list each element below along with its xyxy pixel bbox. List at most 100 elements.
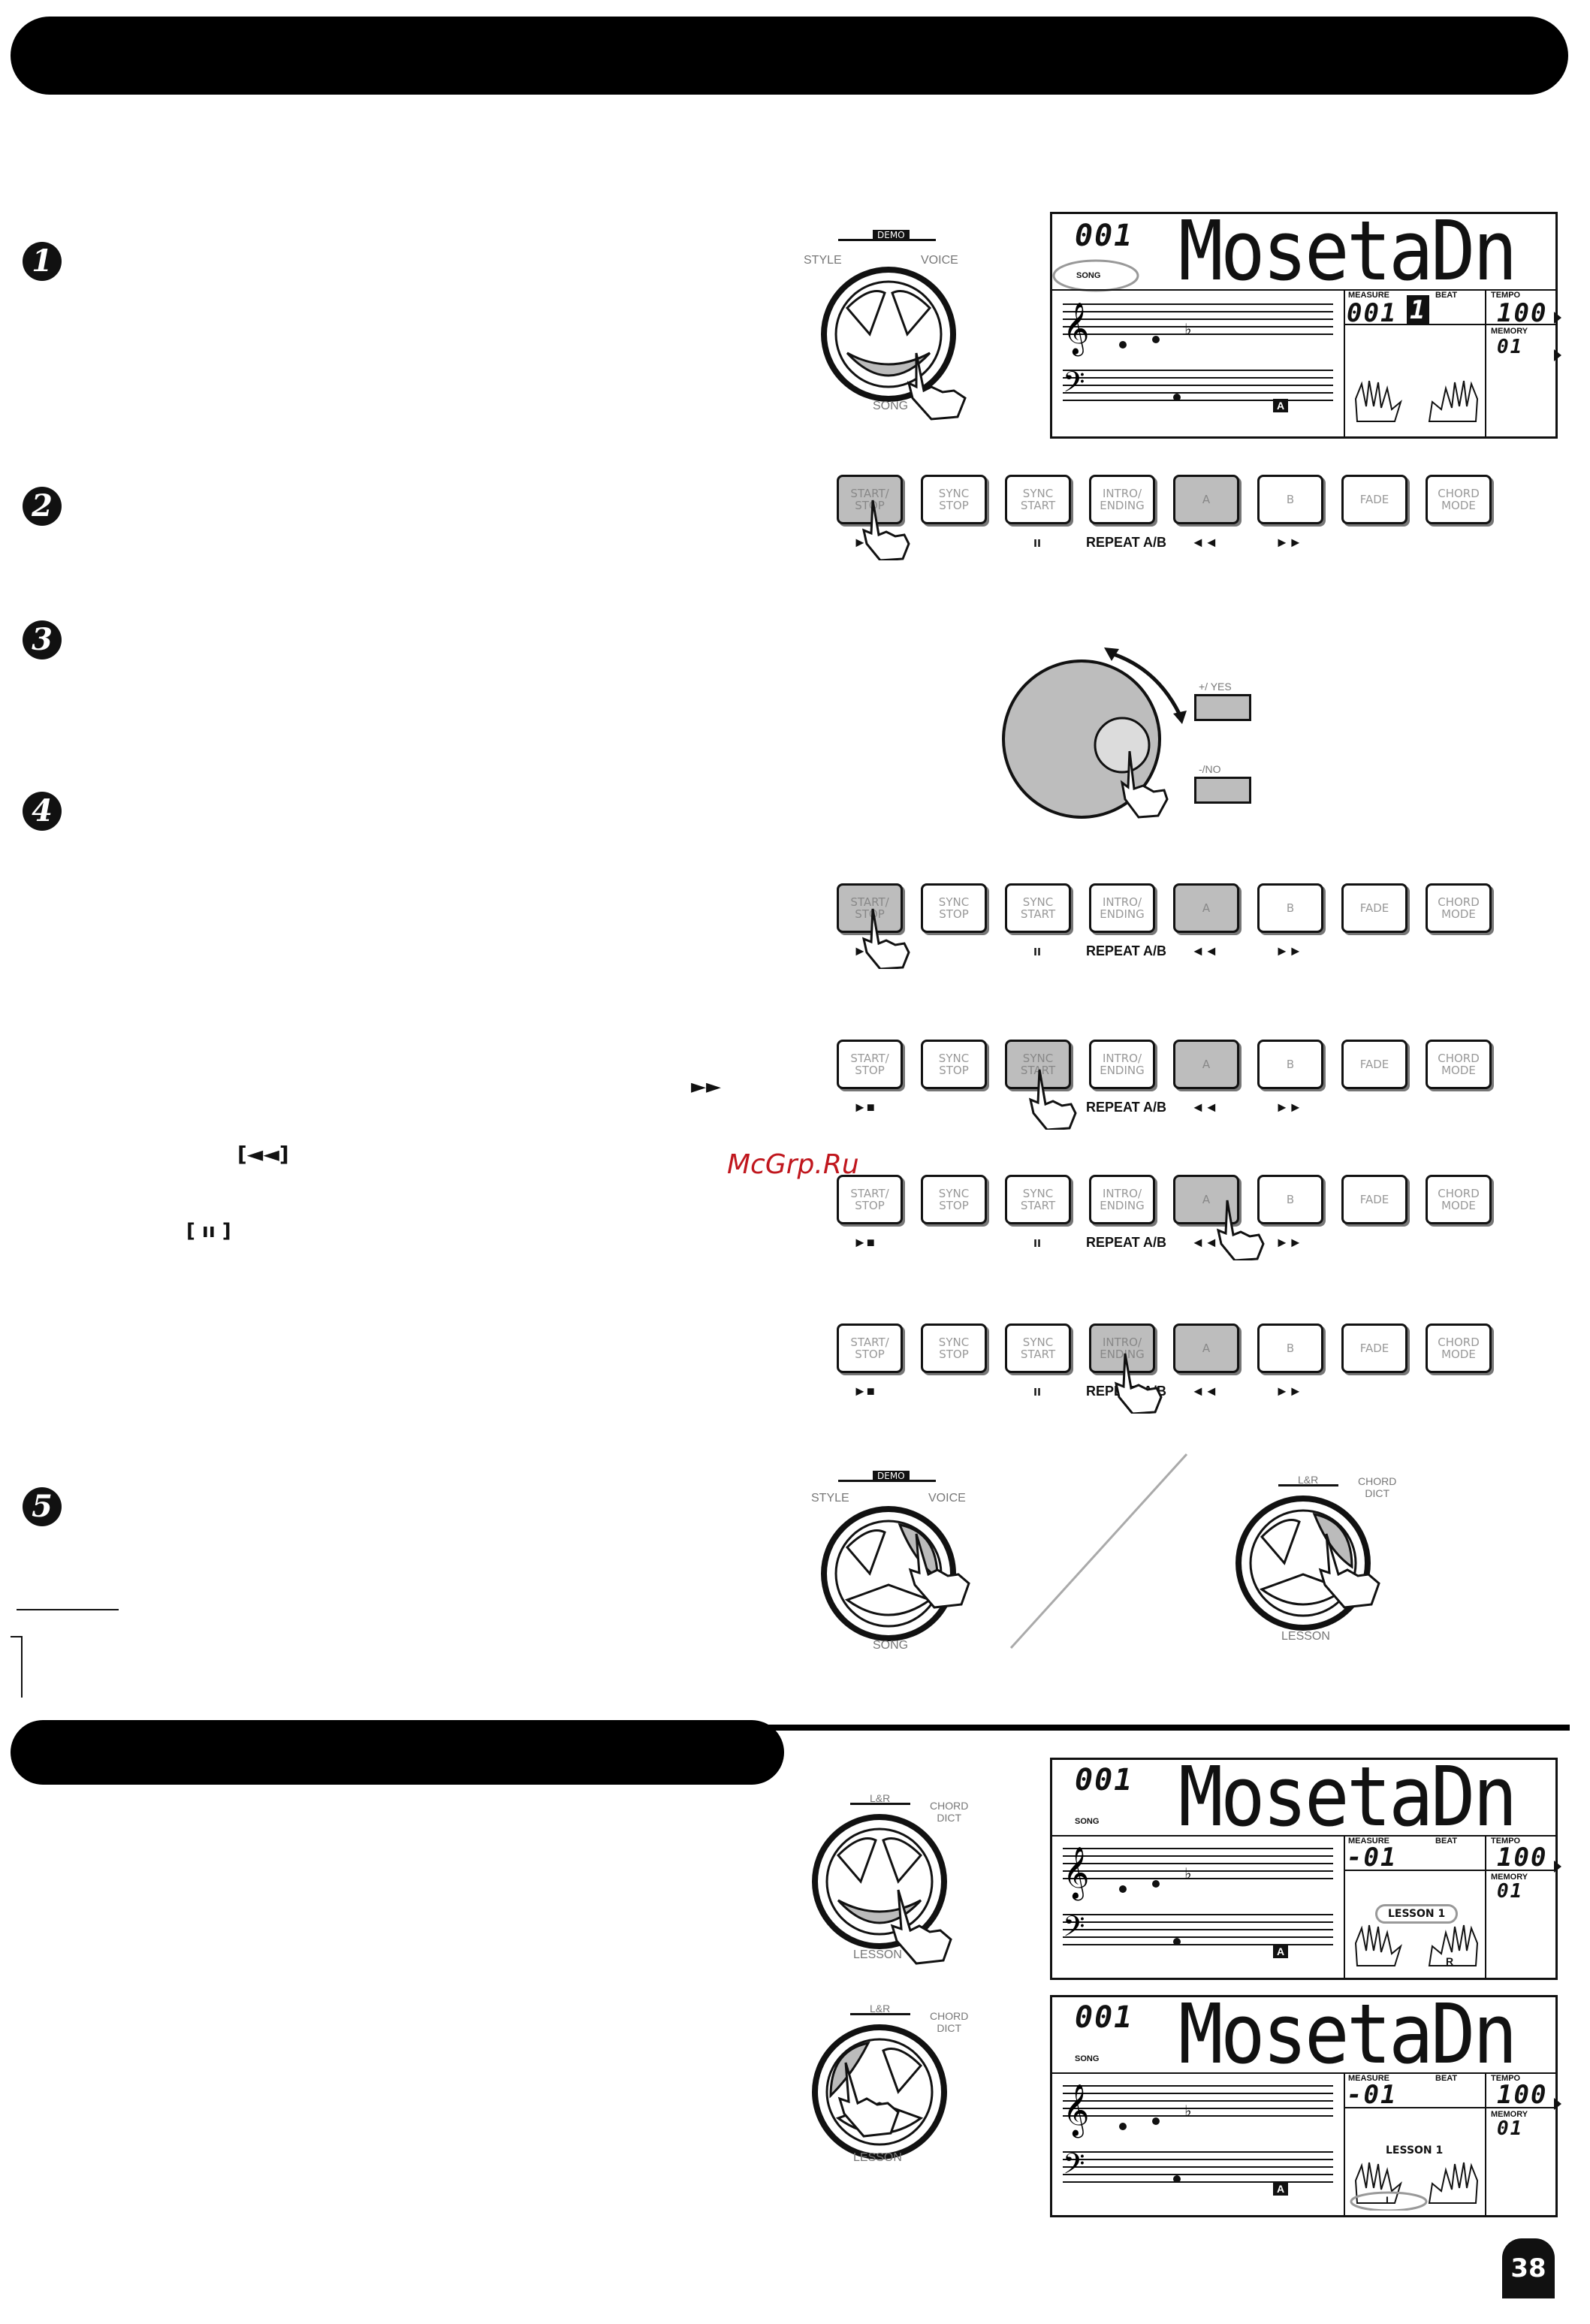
no-button[interactable]: [1194, 777, 1251, 804]
lcd-divider: [1344, 2107, 1555, 2108]
chord-mode-button[interactable]: CHORD MODE: [1426, 1175, 1492, 1224]
hand-pointer-icon: [1114, 1353, 1163, 1414]
memory-value: 01: [1497, 336, 1524, 358]
lesson-dial-step5: L&R CHORD DICT LESSON: [1232, 1469, 1427, 1657]
hand-pointer-icon: [861, 908, 910, 969]
song-highlight-ellipse: [1052, 259, 1139, 292]
chord-mode-button[interactable]: CHORD MODE: [1426, 883, 1492, 933]
step-number-2: 2: [23, 487, 62, 526]
a-button[interactable]: A: [1173, 1323, 1239, 1373]
start-stop-button[interactable]: START/ STOP: [837, 1040, 903, 1089]
lcd-arrow: [1554, 1861, 1561, 1873]
fade-button[interactable]: FADE: [1341, 883, 1407, 933]
start-stop-button[interactable]: START/ STOP: [837, 1323, 903, 1373]
sync-stop-button[interactable]: SYNC STOP: [921, 1040, 987, 1089]
right-hand-label: R: [1446, 1955, 1454, 1967]
voice-label: VOICE: [928, 1492, 966, 1505]
sync-start-button[interactable]: SYNC START: [1005, 475, 1071, 524]
ff-symbol-sub: ►►: [1275, 1235, 1302, 1250]
fast-forward-symbol: ►►: [691, 1076, 721, 1098]
dial-graphic: [812, 2024, 947, 2160]
sync-stop-button[interactable]: SYNC STOP: [921, 475, 987, 524]
lcd-song-name: MosetaDn: [1178, 203, 1518, 299]
lcd-divider: [1344, 324, 1555, 325]
lcd-divider: [1485, 2072, 1486, 2215]
sync-start-button[interactable]: SYNC START: [1005, 1175, 1071, 1224]
lr-label: L&R: [1298, 1474, 1319, 1486]
lcd-marker: A: [1273, 2182, 1289, 2196]
b-button[interactable]: B: [1257, 883, 1323, 933]
pause-symbol-sub: ıı: [1033, 1384, 1042, 1399]
sync-stop-button[interactable]: SYNC STOP: [921, 883, 987, 933]
intro-ending-button[interactable]: INTRO/ ENDING: [1089, 1175, 1155, 1224]
intro-ending-button[interactable]: INTRO/ ENDING: [1089, 883, 1155, 933]
lr-bracket: [850, 2013, 910, 2015]
svg-text:♭: ♭: [1184, 2102, 1191, 2120]
b-button[interactable]: B: [1257, 1323, 1323, 1373]
fade-button[interactable]: FADE: [1341, 1040, 1407, 1089]
demo-label: DEMO: [873, 230, 910, 240]
play-symbol: ►: [853, 943, 867, 958]
svg-text:𝄞: 𝄞: [1063, 1846, 1089, 1900]
lcd-divider: [1344, 289, 1345, 436]
lcd-song-name: MosetaDn: [1178, 1986, 1518, 2082]
fade-button[interactable]: FADE: [1341, 475, 1407, 524]
hand-pointer-icon: [907, 352, 967, 421]
chord-mode-button[interactable]: CHORD MODE: [1426, 1323, 1492, 1373]
hand-pointer-icon: [837, 2062, 900, 2138]
svg-text:♭: ♭: [1184, 320, 1191, 338]
tempo-label: TEMPO: [1491, 1837, 1521, 1846]
b-button[interactable]: B: [1257, 1040, 1323, 1089]
chord-mode-button[interactable]: CHORD MODE: [1426, 475, 1492, 524]
play-symbol: ►: [853, 535, 867, 550]
hand-pointer-icon: [1318, 1533, 1380, 1609]
pause-symbol-sub: ıı: [1033, 535, 1042, 550]
memory-label: MEMORY: [1491, 2110, 1528, 2119]
chord-mode-button[interactable]: CHORD MODE: [1426, 1040, 1492, 1089]
memory-label: MEMORY: [1491, 1873, 1528, 1882]
intro-ending-button[interactable]: INTRO/ ENDING: [1089, 1323, 1155, 1373]
sync-stop-button[interactable]: SYNC STOP: [921, 1323, 987, 1373]
jog-wheel: +/ YES -/NO: [999, 638, 1269, 834]
b-button[interactable]: B: [1257, 1175, 1323, 1224]
beat-label: BEAT: [1435, 2074, 1458, 2083]
sync-start-button[interactable]: SYNC START: [1005, 1323, 1071, 1373]
pause-symbol-sub: ıı: [1033, 1235, 1042, 1250]
sync-start-button[interactable]: SYNC START: [1005, 883, 1071, 933]
svg-text:𝄢: 𝄢: [1063, 365, 1085, 406]
lcd-arrow: [1554, 312, 1561, 324]
sync-stop-button[interactable]: SYNC STOP: [921, 1175, 987, 1224]
footnote-mark-top: [11, 1636, 23, 1637]
play-stop-symbol: ►■: [853, 1100, 875, 1115]
start-stop-button[interactable]: START/ STOP: [837, 475, 903, 524]
a-button[interactable]: A: [1173, 475, 1239, 524]
page-number: 38: [1502, 2238, 1555, 2298]
lcd-song-name: MosetaDn: [1178, 1749, 1518, 1845]
start-stop-button[interactable]: START/ STOP: [837, 883, 903, 933]
header-bar: [11, 17, 1568, 95]
ff-symbol-sub: ►►: [1275, 535, 1302, 550]
step-number-3: 3: [23, 620, 62, 659]
intro-ending-button[interactable]: INTRO/ ENDING: [1089, 1040, 1155, 1089]
intro-ending-button[interactable]: INTRO/ ENDING: [1089, 475, 1155, 524]
yes-button[interactable]: [1194, 694, 1251, 721]
lcd-divider: [1052, 2072, 1555, 2074]
lcd-divider: [1344, 2072, 1345, 2215]
dial-graphic: [812, 1814, 947, 1949]
a-button[interactable]: A: [1173, 1040, 1239, 1089]
voice-label: VOICE: [921, 254, 958, 267]
start-stop-button[interactable]: START/ STOP: [837, 1175, 903, 1224]
a-button[interactable]: A: [1173, 883, 1239, 933]
svg-text:𝄢: 𝄢: [1063, 2147, 1085, 2187]
control-buttons-row-1: START/ STOP SYNC STOP SYNC START INTRO/ …: [837, 475, 1498, 560]
pause-symbol-sub: ıı: [1033, 943, 1042, 958]
repeat-ab-label: REPEAT A/B: [1086, 1100, 1167, 1115]
beat-label: BEAT: [1435, 291, 1458, 300]
fade-button[interactable]: FADE: [1341, 1175, 1407, 1224]
b-button[interactable]: B: [1257, 475, 1323, 524]
lcd-song-number: 001: [1075, 2000, 1134, 2035]
rewind-symbol-sub: ◄◄: [1191, 943, 1218, 958]
fade-button[interactable]: FADE: [1341, 1323, 1407, 1373]
lcd-display-1: 001 MosetaDn SONG MEASURE BEAT TEMPO MEM…: [1050, 203, 1561, 439]
dial-graphic: [821, 1506, 956, 1641]
